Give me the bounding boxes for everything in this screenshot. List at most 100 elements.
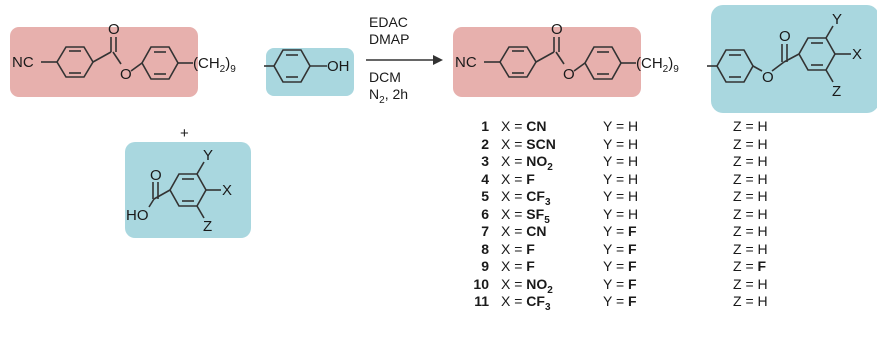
- x-value: NO: [526, 153, 548, 169]
- y-value: H: [628, 135, 639, 152]
- y-prefix: Y =: [603, 275, 629, 292]
- z-cell: Z = H: [733, 241, 768, 259]
- z-prefix: Z =: [733, 135, 758, 152]
- y-value: H: [628, 205, 639, 222]
- compound-number: 1: [481, 118, 489, 134]
- y-value: F: [628, 275, 637, 292]
- x-cell: X = NO2: [501, 153, 553, 176]
- y-prefix: Y =: [603, 188, 629, 204]
- product-ester2-oxygen-label: O: [762, 69, 774, 86]
- acid-hydroxyl-label: HO: [126, 207, 149, 224]
- y-cell: Y = H: [603, 153, 638, 171]
- condition-edac: EDAC: [369, 14, 408, 30]
- x-value-subscript: 2: [547, 284, 553, 296]
- product-ester-oxygen-label: O: [563, 66, 575, 83]
- carbonyl-oxygen-label: O: [108, 21, 120, 38]
- reactant1-red-highlight: [10, 27, 198, 97]
- z-substituent-label: Z: [203, 218, 212, 235]
- y-prefix: Y =: [603, 223, 629, 239]
- product-x-substituent-label: X: [852, 46, 862, 63]
- acid-carbonyl-oxygen-label: O: [150, 167, 162, 184]
- product-carbonyl2-oxygen-label: O: [779, 28, 791, 45]
- z-prefix: Z =: [733, 188, 758, 204]
- z-prefix: Z =: [733, 240, 758, 257]
- product-y-substituent-label: Y: [832, 11, 842, 28]
- y-cell: Y = H: [603, 118, 638, 136]
- condition-nitrogen-time: N2, 2h: [369, 86, 408, 106]
- y-cell: Y = H: [603, 206, 638, 224]
- x-prefix: X =: [501, 135, 527, 152]
- x-value-subscript: 3: [544, 301, 551, 313]
- y-prefix: Y =: [603, 240, 629, 257]
- product-structure: NC O O (CH2)9 O O Y X Z: [455, 11, 862, 100]
- x-prefix: X =: [501, 223, 527, 239]
- x-value: F: [526, 170, 535, 187]
- y-cell: Y = F: [603, 258, 637, 276]
- condition-dcm: DCM: [369, 69, 401, 85]
- z-prefix: Z =: [733, 275, 758, 292]
- x-prefix: X =: [501, 258, 527, 274]
- z-value: H: [757, 118, 768, 134]
- z-cell: Z = H: [733, 293, 768, 311]
- hydroxyl-label: OH: [327, 58, 350, 75]
- x-cell: X = SF5: [501, 206, 550, 229]
- y-value: F: [628, 223, 637, 239]
- y-value: H: [628, 170, 639, 187]
- x-value-subscript: 2: [547, 161, 553, 173]
- y-prefix: Y =: [603, 293, 629, 309]
- y-value: F: [628, 293, 637, 309]
- x-prefix: X =: [501, 293, 527, 309]
- z-value: H: [757, 240, 768, 257]
- x-cell: X = NO2: [501, 276, 553, 299]
- methylene-chain-label: (CH2)9: [193, 55, 236, 75]
- x-prefix: X =: [501, 118, 527, 134]
- x-cell: X = CN: [501, 223, 547, 241]
- z-cell: Z = F: [733, 258, 766, 276]
- y-prefix: Y =: [603, 118, 629, 134]
- product-carbonyl-oxygen-label: O: [551, 21, 563, 38]
- compound-number: 2: [481, 135, 489, 152]
- compound-number: 4: [481, 170, 489, 187]
- z-cell: Z = H: [733, 223, 768, 241]
- y-cell: Y = H: [603, 171, 638, 189]
- compound-number: 11: [474, 293, 489, 309]
- z-prefix: Z =: [733, 205, 758, 222]
- plus-sign: +: [180, 125, 189, 142]
- z-cell: Z = H: [733, 188, 768, 206]
- x-value: SF: [526, 205, 545, 222]
- y-cell: Y = F: [603, 293, 637, 311]
- reactant2-structure: Y X Z O HO: [126, 147, 232, 235]
- table-row: 4 X = F Y = H Z = H: [463, 171, 793, 189]
- x-cell: X = CF3: [501, 293, 551, 316]
- x-prefix: X =: [501, 170, 527, 187]
- z-cell: Z = H: [733, 118, 768, 136]
- y-cell: Y = H: [603, 188, 638, 206]
- z-cell: Z = H: [733, 171, 768, 189]
- z-cell: Z = H: [733, 136, 768, 154]
- compound-number: 10: [473, 275, 489, 292]
- x-value: F: [526, 240, 535, 257]
- z-value: H: [757, 135, 768, 152]
- y-value: F: [628, 258, 637, 274]
- compound-number: 9: [481, 258, 489, 274]
- z-value: F: [757, 258, 767, 274]
- z-prefix: Z =: [733, 170, 758, 187]
- y-cell: Y = F: [603, 223, 637, 241]
- x-prefix: X =: [501, 205, 527, 222]
- y-prefix: Y =: [603, 135, 629, 152]
- y-cell: Y = H: [603, 136, 638, 154]
- z-prefix: Z =: [733, 153, 758, 169]
- x-value-subscript: 3: [544, 196, 551, 208]
- x-cell: X = F: [501, 241, 535, 259]
- x-value: CN: [526, 223, 547, 239]
- y-value: F: [628, 240, 637, 257]
- table-row: 11 X = CF3 Y = F Z = H: [463, 293, 793, 313]
